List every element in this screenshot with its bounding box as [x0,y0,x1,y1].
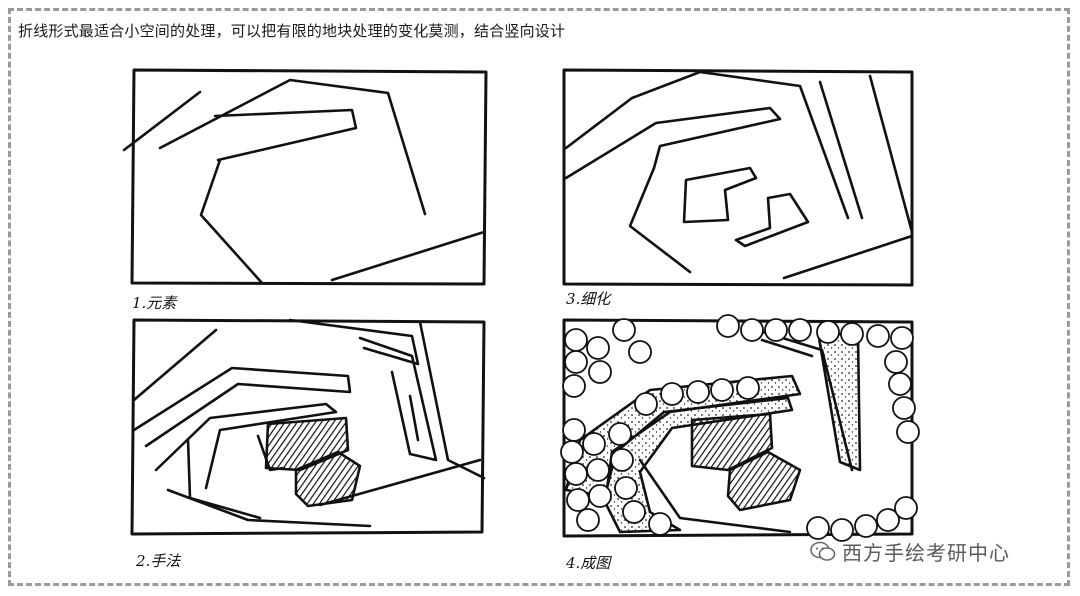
watermark-text: 西方手绘考研中心 [842,541,1010,565]
panel-4-sketch [560,314,920,542]
wechat-icon [810,541,836,563]
panel-label-3: 3.细化 [566,290,611,308]
panel-2-sketch [130,318,486,536]
caption-text: 折线形式最适合小空间的处理，可以把有限的地块处理的变化莫测，结合竖向设计 [18,22,566,40]
panel-1-sketch [122,68,488,286]
panel-3-sketch [562,68,914,287]
panel-label-4: 4.成图 [566,554,611,572]
watermark: 西方手绘考研中心 [810,537,1010,566]
dashed-border-frame [8,8,1070,586]
panel-label-2: 2.手法 [136,552,181,570]
panel-label-1: 1.元素 [132,294,177,312]
